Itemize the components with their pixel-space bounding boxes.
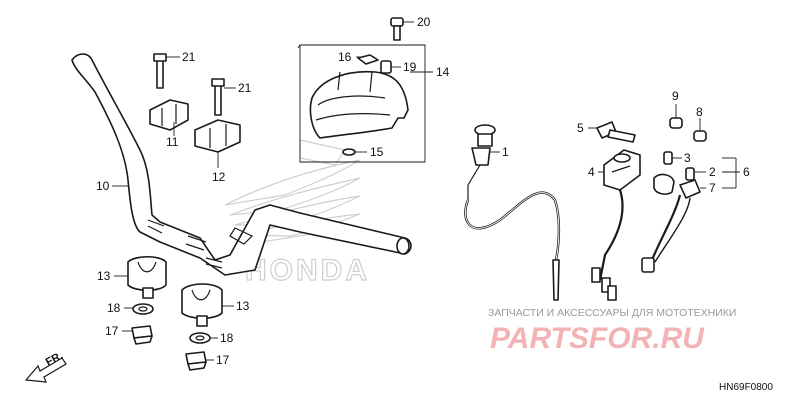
callout-9: 9 (672, 89, 679, 103)
callout-2: 2 (709, 165, 716, 179)
callout-6: 6 (743, 165, 750, 179)
honda-watermark-text: HONDA (245, 254, 370, 287)
callout-10: 10 (96, 179, 110, 193)
grommet-15 (342, 148, 356, 156)
shop-slogan: ЗАПЧАСТИ И АКСЕССУАРЫ ДЛЯ МОТОТЕХНИКИ (488, 307, 736, 319)
callout-1: 1 (502, 145, 509, 159)
callout-4: 4 (588, 165, 595, 179)
lower-holder-13-right (181, 283, 223, 327)
callout-17-b: 17 (216, 353, 230, 367)
lower-holder-13-left (127, 255, 167, 299)
front-direction-arrow: FR. (24, 350, 67, 383)
shop-logo: PARTSFOR.RU (490, 322, 705, 355)
cover-frame (297, 44, 426, 163)
callout-7: 7 (709, 181, 716, 195)
callout-8: 8 (696, 105, 703, 119)
leader-lines (112, 21, 740, 361)
callout-labels: 20 21 21 16 19 14 15 1 10 11 12 13 13 18… (96, 15, 750, 367)
callout-5: 5 (577, 121, 584, 135)
grommet-9 (669, 117, 683, 129)
nut-17-right (185, 351, 207, 371)
callout-15: 15 (370, 145, 384, 159)
callout-21-b: 21 (238, 81, 252, 95)
clip-16 (357, 54, 379, 65)
upper-holder-12 (194, 78, 241, 153)
handlebar-part (71, 53, 412, 276)
callout-11: 11 (166, 135, 179, 149)
key-5 (596, 121, 636, 143)
callout-21-a: 21 (182, 50, 196, 64)
callout-20: 20 (417, 15, 431, 29)
callout-17-a: 17 (105, 324, 119, 338)
callout-12: 12 (212, 170, 226, 184)
choke-cable-1 (464, 124, 561, 301)
washer-18-right (189, 332, 211, 344)
callout-13-a: 13 (97, 269, 111, 283)
callout-18-b: 18 (220, 331, 234, 345)
callout-3: 3 (684, 151, 691, 165)
callout-13-b: 13 (236, 299, 250, 313)
grommet-8 (693, 130, 707, 142)
bolt-20 (390, 17, 404, 41)
handlebar-cover-14 (309, 70, 409, 139)
callout-18-a: 18 (107, 301, 121, 315)
callout-14: 14 (436, 65, 450, 79)
nut-17-left (131, 325, 153, 345)
callout-16: 16 (338, 50, 352, 64)
grommet-19 (380, 60, 392, 74)
diagram-code: HN69F0800 (719, 382, 773, 393)
upper-holder-11 (149, 53, 189, 131)
handlebar-switch-4 (591, 149, 641, 301)
callout-19: 19 (403, 60, 417, 74)
washer-18-left (132, 303, 154, 315)
socket-assembly-6 (641, 151, 701, 273)
